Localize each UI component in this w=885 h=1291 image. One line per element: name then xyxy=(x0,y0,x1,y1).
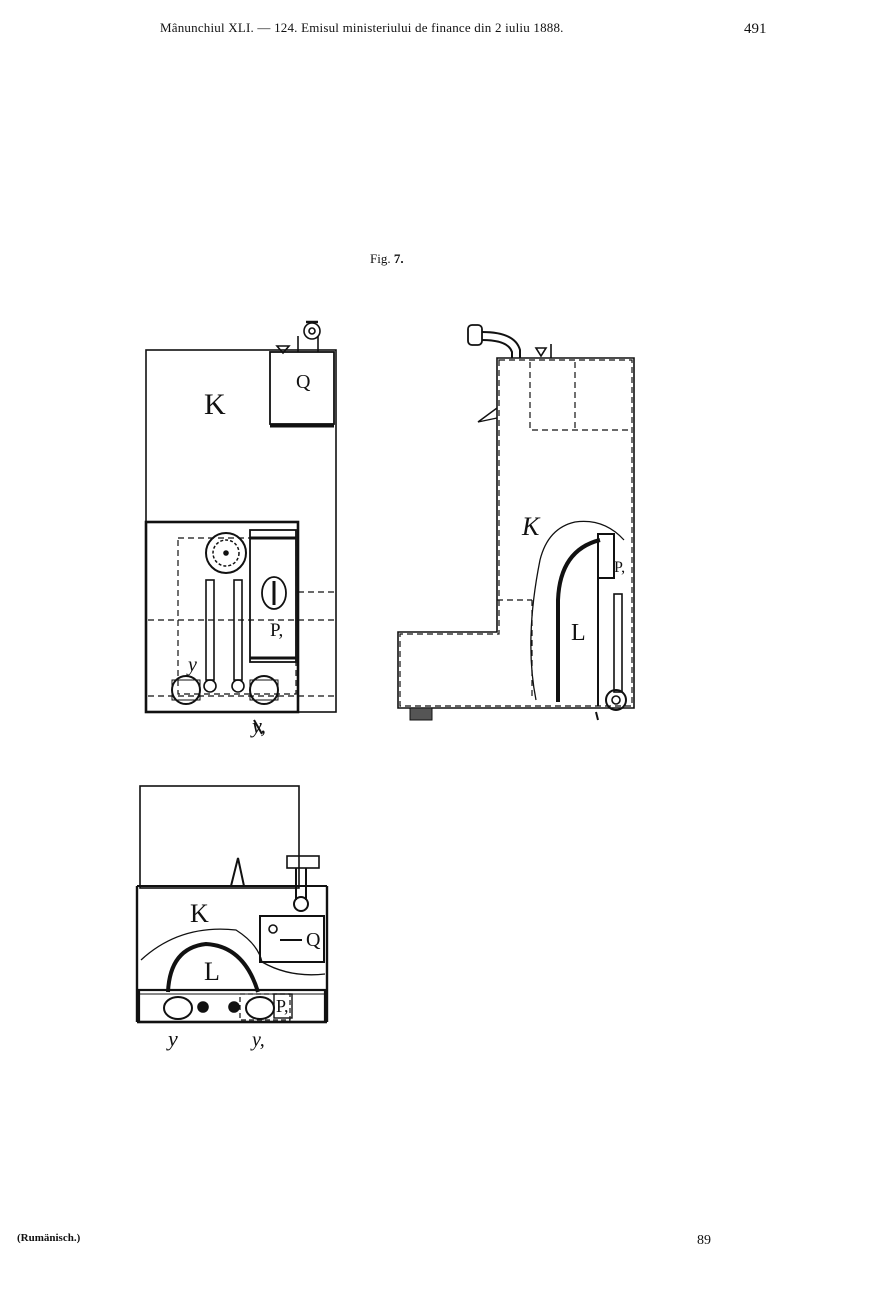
front-label-y: y xyxy=(186,654,197,676)
section-label-p1: P, xyxy=(276,996,289,1016)
front-label-p1: P, xyxy=(270,620,283,641)
section-view xyxy=(135,785,329,1024)
front-label-k: K xyxy=(204,388,226,421)
figure-caption-prefix: Fig. xyxy=(370,251,394,266)
front-view xyxy=(144,320,337,735)
language-note: (Rumänisch.) xyxy=(17,1232,81,1244)
side-label-p1: P, xyxy=(614,559,625,576)
figure-caption: Fig. 7. xyxy=(370,251,404,267)
side-label-l: L xyxy=(571,620,586,646)
section-label-l: L xyxy=(204,957,220,986)
figure-caption-number: 7. xyxy=(393,251,404,266)
signature-number: 89 xyxy=(697,1233,711,1248)
side-label-k: K xyxy=(521,512,541,541)
running-header: Mânunchiul XLI. — 124. Emisul ministeriu… xyxy=(160,20,564,35)
side-view xyxy=(397,324,635,721)
section-label-y1: y, xyxy=(250,1029,265,1051)
front-label-y1: y, xyxy=(250,713,266,738)
page-number: 491 xyxy=(744,21,767,37)
section-label-k: K xyxy=(190,899,209,928)
section-label-q: Q xyxy=(306,929,321,951)
section-label-y: y xyxy=(166,1026,178,1051)
front-label-q: Q xyxy=(296,371,311,393)
